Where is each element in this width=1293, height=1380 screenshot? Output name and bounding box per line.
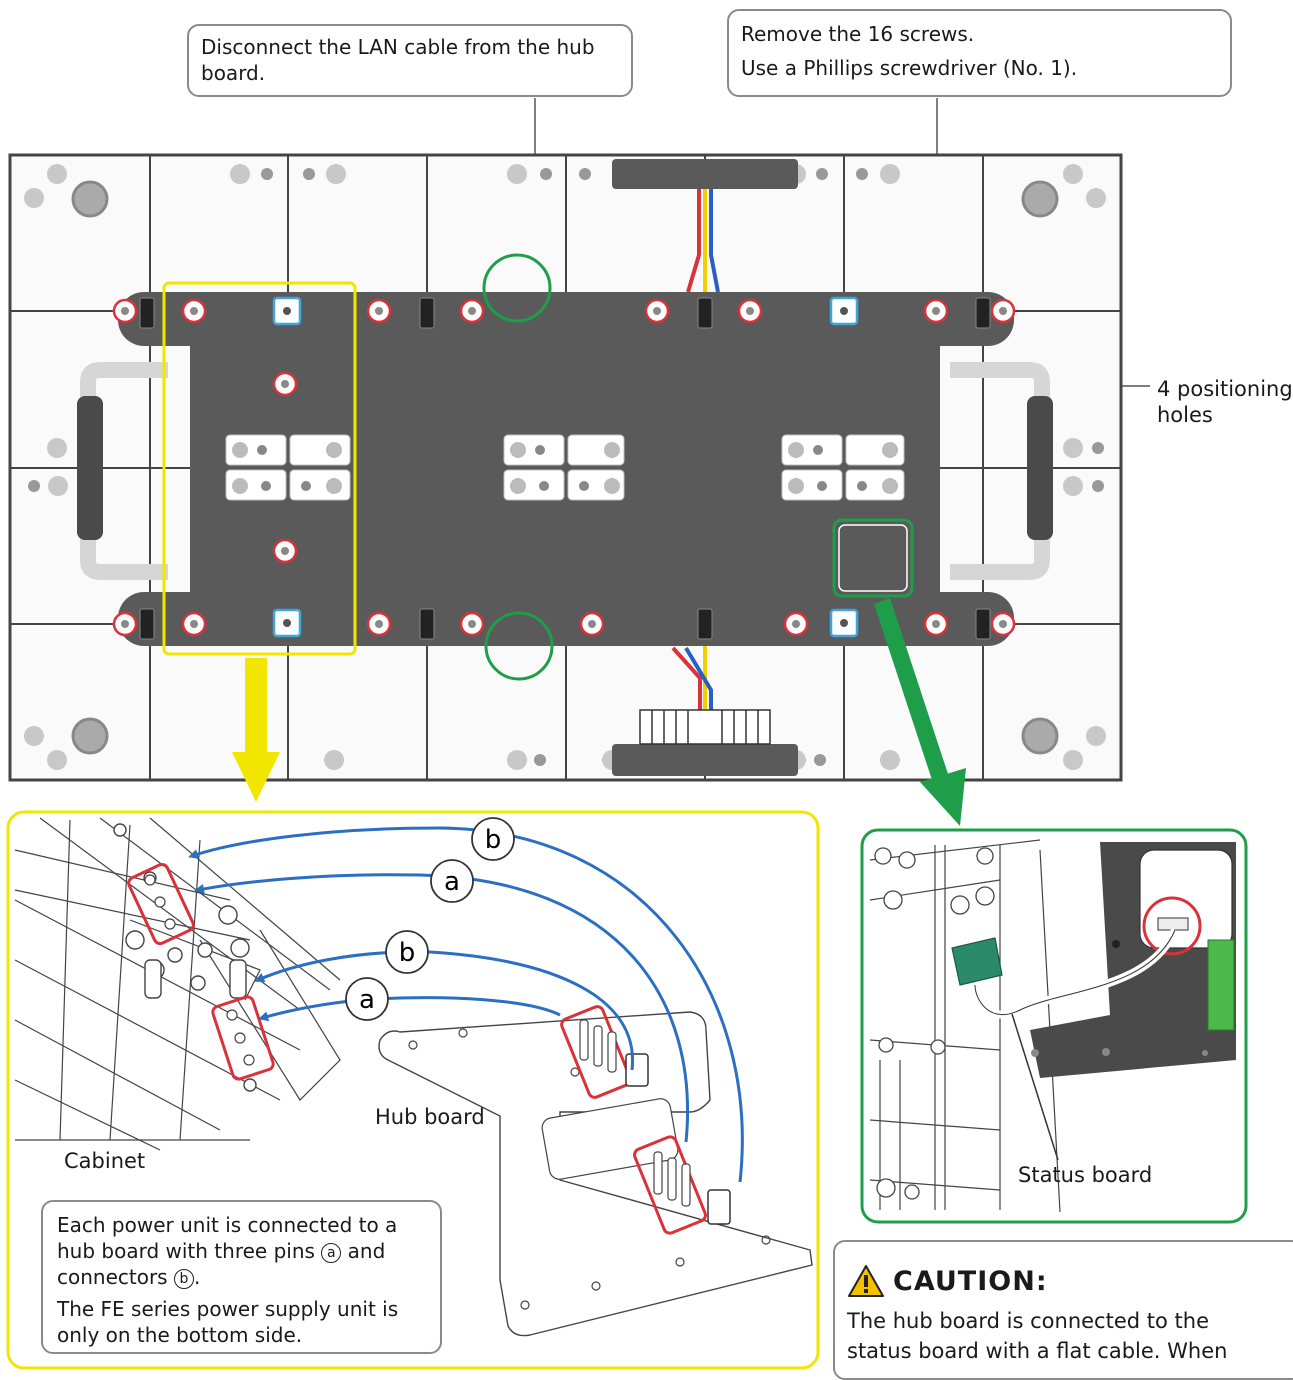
status-detail-studs — [874, 847, 995, 1200]
screw — [990, 611, 1016, 637]
green-arrow — [874, 598, 966, 826]
left-handle — [77, 362, 168, 580]
screw — [644, 298, 670, 324]
cabinet-label: Cabinet — [64, 1149, 146, 1173]
power-unit-highlight — [162, 281, 357, 656]
lan-callout: Disconnect the LAN cable from the hub bo… — [187, 24, 633, 97]
right-handle — [950, 362, 1053, 580]
screw — [990, 298, 1016, 324]
lan-circle-bottom — [484, 611, 554, 681]
note-line4: The FE series power supply unit is — [57, 1297, 399, 1321]
screw — [112, 298, 138, 324]
caution-line2: status board with a flat cable. When — [847, 1339, 1228, 1363]
note-line1: Each power unit is connected to a — [57, 1213, 398, 1237]
status-board-leader — [1011, 1013, 1059, 1161]
screws-callout-line1: Remove the 16 screws. — [741, 22, 975, 46]
note-line2: hub board with three pins a and — [57, 1239, 386, 1263]
screw — [459, 611, 485, 637]
top-connector — [612, 159, 798, 189]
lan-circle-top — [482, 253, 552, 323]
cabinet-studs-detail — [113, 823, 257, 1092]
marker-a-lower: a — [345, 977, 389, 1021]
caution-title: CAUTION: — [893, 1265, 1048, 1297]
marker-b-upper: b — [471, 817, 515, 861]
screw — [923, 298, 949, 324]
positioning-hole — [829, 608, 859, 638]
svg-text:b: b — [399, 938, 416, 968]
svg-text:a: a — [359, 985, 375, 1015]
positioning-holes — [272, 296, 859, 638]
status-board-label: Status board — [1018, 1163, 1153, 1187]
window-bosses — [232, 442, 898, 494]
status-detail-frame — [869, 839, 1061, 1213]
lan-callout-text: Disconnect the LAN cable from the hub bo… — [201, 35, 595, 85]
screws-callout-line2: Use a Phillips screwdriver (No. 1). — [741, 56, 1078, 80]
screw — [272, 371, 298, 397]
cabinet-pins-lower-highlight — [211, 995, 275, 1081]
screw — [181, 298, 207, 324]
screw — [366, 298, 392, 324]
marker-a-upper: a — [430, 859, 474, 903]
bottom-connector — [612, 744, 798, 776]
positioning-hole — [272, 608, 302, 638]
circled-a-icon: a — [321, 1243, 342, 1263]
warning-icon — [848, 1265, 884, 1297]
marker-b-lower: b — [385, 930, 429, 974]
svg-text:a: a — [444, 867, 460, 897]
circled-b-icon: b — [173, 1269, 194, 1289]
positioning-hole — [829, 296, 859, 326]
hub-board-label: Hub board — [375, 1105, 485, 1129]
plate-slots — [139, 297, 991, 640]
screw — [181, 611, 207, 637]
screw — [112, 611, 138, 637]
caution-heading: CAUTION: — [847, 1264, 1289, 1298]
yellow-arrow — [232, 658, 280, 802]
positioning-holes-label: 4 positioning holes — [1157, 377, 1293, 427]
connection-arrows — [188, 826, 744, 1183]
screw — [579, 611, 605, 637]
status-led-strip — [1207, 939, 1235, 1031]
svg-text:b: b — [485, 825, 502, 855]
status-board-marker — [832, 518, 914, 598]
mounting-plate — [118, 292, 1014, 646]
power-unit-note: Each power unit is connected to a hub bo… — [41, 1200, 442, 1354]
bottom-connector-fins — [639, 709, 771, 745]
screw — [459, 298, 485, 324]
status-board-chip — [951, 937, 1003, 986]
caution-box: CAUTION: The hub board is connected to t… — [833, 1240, 1293, 1380]
screws-callout: Remove the 16 screws. Use a Phillips scr… — [727, 9, 1232, 97]
note-line5: only on the bottom side. — [57, 1323, 303, 1347]
caution-line1: The hub board is connected to the — [847, 1309, 1209, 1333]
positioning-hole — [272, 296, 302, 326]
screw — [737, 298, 763, 324]
flat-cable-highlight — [1142, 896, 1202, 956]
screws — [112, 298, 1016, 637]
screw — [923, 611, 949, 637]
hub-board-outline — [378, 1011, 813, 1337]
note-line3: connectors b. — [57, 1265, 201, 1289]
screw — [272, 538, 298, 564]
screw — [783, 611, 809, 637]
bottom-cable-wires — [671, 640, 713, 712]
cabinet-pins-upper-highlight — [127, 862, 195, 946]
hub-pins-lower-highlight — [633, 1135, 731, 1235]
screw — [366, 611, 392, 637]
top-cable-wires — [686, 189, 720, 293]
